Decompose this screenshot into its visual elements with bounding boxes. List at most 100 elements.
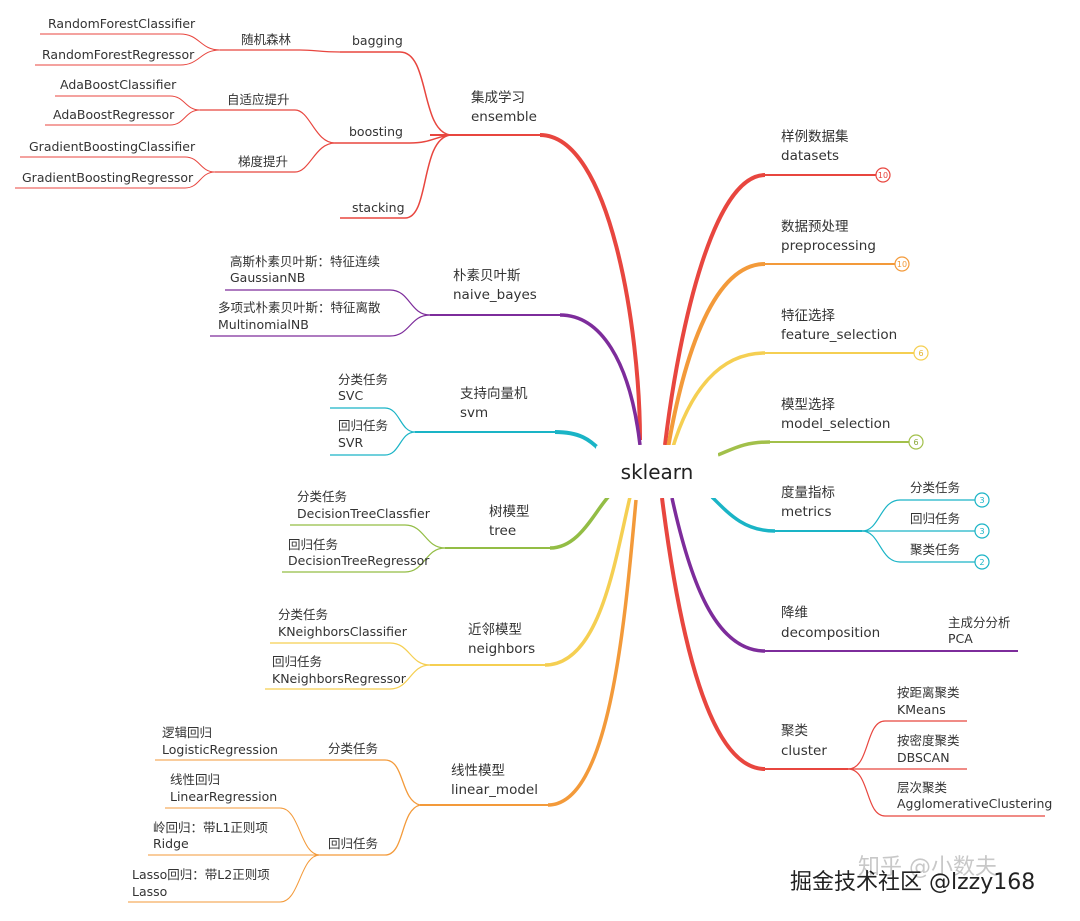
- gb-classifier-label: GradientBoostingClassifier: [29, 139, 196, 154]
- branch-decomposition: 降维 decomposition 主成分分析 PCA: [670, 497, 1018, 653]
- neighbors-reg-en: KNeighborsRegressor: [272, 671, 407, 686]
- connector-gradient-regressor: [15, 171, 216, 189]
- kmeans-en: KMeans: [897, 702, 946, 717]
- connector-nb-gaussian: [225, 289, 431, 316]
- metrics-reg-badge[interactable]: [974, 523, 990, 539]
- connector-root-metrics: [710, 495, 776, 533]
- connector-metrics-clu: [861, 530, 975, 563]
- model-selection-count: 6: [913, 438, 918, 447]
- multinomial-en: MultinomialNB: [218, 317, 309, 332]
- branch-svm: 支持向量机 svm 分类任务 SVC 回归任务 SVR: [330, 372, 602, 456]
- linreg-zh: 线性回归: [170, 772, 220, 787]
- ridge-zh: 岭回归：带L1正则项: [153, 820, 268, 835]
- branch-ensemble: 集成学习 ensemble bagging 随机森林 RandomForestC…: [15, 16, 642, 441]
- metrics-cls-count: 3: [979, 496, 984, 505]
- lasso-zh: Lasso回归：带L2正则项: [132, 867, 270, 882]
- ridge-en: Ridge: [153, 836, 189, 851]
- model-selection-count-badge[interactable]: [908, 434, 924, 450]
- root-node[interactable]: sklearn: [596, 445, 718, 498]
- connector-svm-cls: [330, 407, 416, 433]
- connector-nb-multinomial: [210, 314, 431, 337]
- branch-datasets: 样例数据集 datasets 10: [663, 129, 891, 446]
- adaptive-label: 自适应提升: [227, 92, 290, 107]
- cluster-zh: 聚类: [781, 723, 808, 739]
- multinomial-zh: 多项式朴素贝叶斯：特征离散: [218, 300, 381, 315]
- connector-cluster-kmeans: [847, 720, 967, 770]
- connector-root-decomposition: [670, 497, 766, 653]
- connector-root-feature-selection: [670, 351, 766, 451]
- metrics-reg-count: 3: [979, 527, 984, 536]
- connector-reg-linear: [165, 807, 321, 856]
- connector-root-ensemble: [539, 133, 642, 441]
- connector-root-neighbors: [544, 496, 632, 667]
- agg-en: AgglomerativeClustering: [897, 796, 1052, 811]
- linear-reg-label: 回归任务: [328, 836, 378, 851]
- connector-neighbors-reg: [265, 664, 431, 690]
- feature-selection-zh: 特征选择: [781, 308, 835, 324]
- stacking-label: stacking: [352, 200, 405, 215]
- branch-tree: 树模型 tree 分类任务 DecisionTreeClassfier 回归任务…: [282, 489, 612, 573]
- naive-bayes-en: naive_bayes: [453, 287, 537, 303]
- connector-root-linear: [547, 499, 638, 807]
- preprocessing-count-badge[interactable]: [894, 256, 910, 272]
- lasso-en: Lasso: [132, 884, 167, 899]
- connector-root-preprocessing: [666, 262, 766, 449]
- random-forest-label: 随机森林: [241, 32, 292, 47]
- metrics-clu-label: 聚类任务: [910, 542, 960, 557]
- svm-cls-en: SVC: [338, 388, 363, 403]
- pca-zh: 主成分分析: [948, 615, 1011, 630]
- metrics-clu-badge[interactable]: [974, 554, 990, 570]
- naive-bayes-zh: 朴素贝叶斯: [453, 268, 521, 284]
- connector-adaptive-regressor: [45, 109, 201, 126]
- tree-reg-en: DecisionTreeRegressor: [288, 553, 430, 568]
- logistic-zh: 逻辑回归: [162, 725, 212, 740]
- datasets-count: 10: [878, 171, 888, 180]
- decomposition-zh: 降维: [781, 605, 808, 621]
- preprocessing-zh: 数据预处理: [781, 219, 849, 235]
- root-node-box[interactable]: [596, 445, 718, 498]
- dbscan-zh: 按密度聚类: [897, 733, 960, 748]
- bagging-label: bagging: [352, 33, 403, 48]
- gaussian-en: GaussianNB: [230, 270, 305, 285]
- datasets-zh: 样例数据集: [781, 129, 849, 145]
- linear-en: linear_model: [451, 782, 538, 798]
- linear-zh: 线性模型: [451, 763, 505, 779]
- gradient-label: 梯度提升: [238, 154, 288, 169]
- rf-classifier-label: RandomForestClassifier: [48, 16, 196, 31]
- gb-regressor-label: GradientBoostingRegressor: [22, 170, 194, 185]
- branch-naive-bayes: 朴素贝叶斯 naive_bayes 高斯朴素贝叶斯：特征连续 GaussianN…: [210, 254, 642, 446]
- connector-ensemble-bagging: [340, 51, 451, 136]
- gaussian-zh: 高斯朴素贝叶斯：特征连续: [230, 254, 380, 269]
- watermark-main: 掘金技术社区 @lzzy168: [790, 870, 1035, 895]
- metrics-zh: 度量指标: [781, 485, 835, 501]
- root-label: sklearn: [621, 460, 694, 484]
- tree-zh: 树模型: [489, 504, 530, 520]
- neighbors-cls-en: KNeighborsClassifier: [278, 624, 408, 639]
- tree-cls-en: DecisionTreeClassfier: [297, 506, 431, 521]
- branch-cluster: 聚类 cluster 按距离聚类 KMeans 按密度聚类 DBSCAN 层次聚…: [660, 497, 1052, 817]
- dbscan-en: DBSCAN: [897, 750, 950, 765]
- connector-root-tree: [549, 493, 612, 550]
- feature-selection-count-badge[interactable]: [913, 345, 929, 361]
- metrics-cls-badge[interactable]: [974, 492, 990, 508]
- connector-root-cluster: [660, 497, 766, 771]
- branch-neighbors: 近邻模型 neighbors 分类任务 KNeighborsClassifier…: [265, 496, 632, 690]
- svm-reg-zh: 回归任务: [338, 418, 388, 433]
- preprocessing-en: preprocessing: [781, 238, 876, 254]
- neighbors-en: neighbors: [468, 641, 535, 657]
- metrics-clu-count: 2: [979, 558, 984, 567]
- linear-cls-label: 分类任务: [328, 741, 378, 756]
- connector-linear-reg: [320, 804, 421, 856]
- rf-regressor-label: RandomForestRegressor: [42, 47, 195, 62]
- connector-tree-cls: [290, 524, 446, 549]
- connector-bagging-rf: [220, 49, 341, 53]
- neighbors-zh: 近邻模型: [468, 622, 522, 638]
- tree-en: tree: [489, 523, 516, 539]
- ensemble-zh: 集成学习: [471, 90, 525, 106]
- connector-neighbors-cls: [270, 642, 431, 666]
- boosting-label: boosting: [349, 124, 403, 139]
- datasets-count-badge[interactable]: [875, 167, 891, 183]
- connector-boosting-gradient: [215, 142, 336, 173]
- connector-svm-reg: [330, 431, 416, 456]
